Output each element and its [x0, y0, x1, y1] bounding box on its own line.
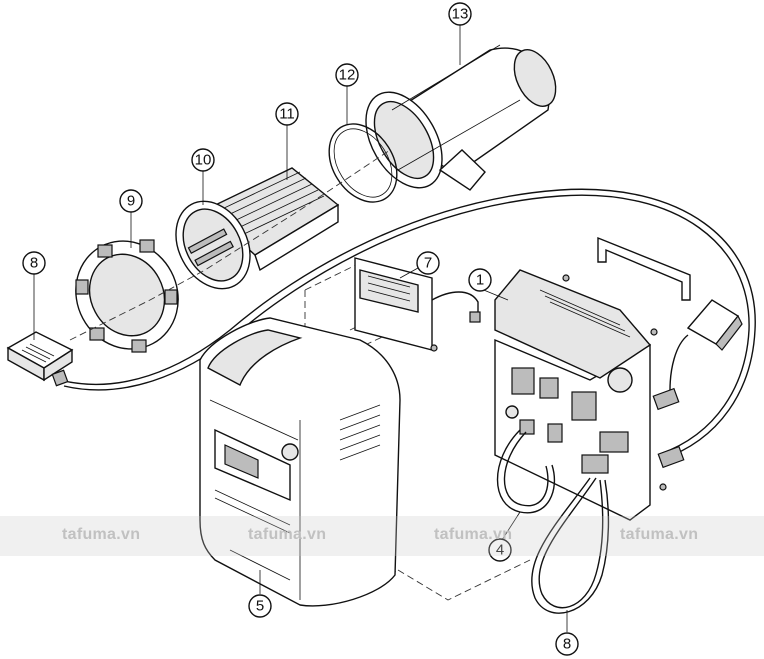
main-circuit-board-1 [494, 269, 652, 521]
callout-10: 10 [191, 148, 215, 172]
callout-label: 8 [563, 636, 571, 653]
cable-glands [652, 387, 685, 469]
screws [430, 274, 667, 491]
o-ring-12 [328, 123, 398, 203]
watermark-text: tafuma.vn [434, 526, 513, 543]
callout-label: 7 [424, 255, 432, 272]
cell-connector-8 [6, 331, 74, 387]
callout-label: 11 [279, 106, 295, 123]
callout-label: 9 [127, 193, 135, 210]
callout-13: 13 [448, 2, 472, 26]
callout-label: 13 [452, 6, 469, 23]
callout-label: 4 [496, 542, 504, 559]
leader-lines [33, 24, 568, 632]
callout-label: 10 [195, 152, 212, 169]
callout-label: 8 [30, 255, 38, 272]
callout-9: 9 [119, 189, 143, 213]
callout-4: 4 [488, 538, 512, 562]
watermark-text: tafuma.vn [62, 526, 141, 543]
callout-label: 12 [339, 67, 356, 84]
callout-8-bottom: 8 [555, 632, 579, 656]
callout-1: 1 [468, 268, 492, 292]
ring-nut-9 [75, 239, 179, 353]
callout-11: 11 [275, 102, 299, 126]
electrode-cap-10 [175, 200, 251, 290]
mounting-bracket [597, 236, 691, 301]
watermark-text: tafuma.vn [620, 526, 699, 543]
control-enclosure-5 [199, 317, 401, 607]
power-cable [59, 188, 756, 461]
cell-cable-8 [531, 477, 610, 614]
callout-8-top: 8 [22, 251, 46, 275]
callout-12: 12 [335, 63, 359, 87]
callout-7: 7 [416, 251, 440, 275]
watermark-text: tafuma.vn [248, 526, 327, 543]
callout-5: 5 [248, 594, 272, 618]
callout-label: 1 [476, 272, 484, 289]
display-board-7 [354, 257, 481, 351]
cell-housing-13 [365, 44, 557, 191]
callout-label: 5 [256, 598, 264, 615]
watermark-band [0, 516, 764, 556]
